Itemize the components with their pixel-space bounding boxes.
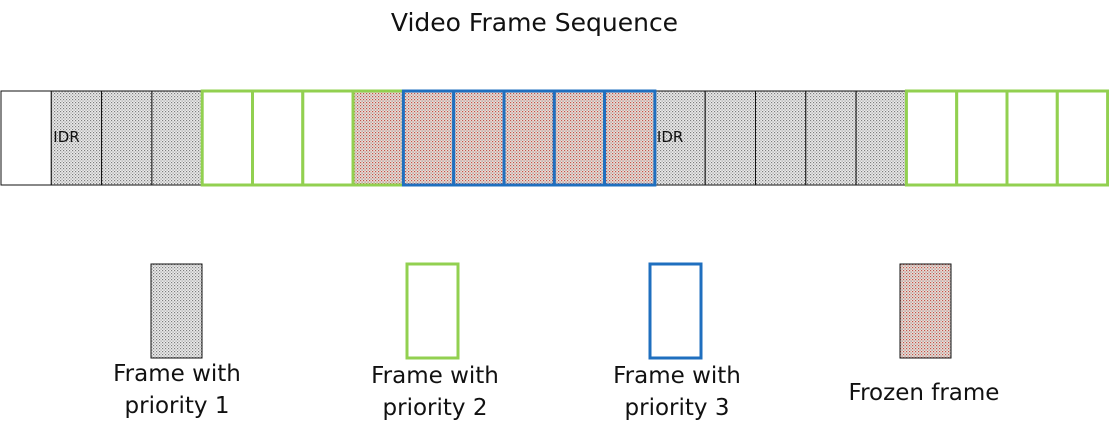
frame-cell xyxy=(452,89,506,187)
frame-cell xyxy=(301,89,355,187)
legend-swatch-priority1 xyxy=(150,263,203,359)
frame-cell xyxy=(755,90,807,186)
frame-row: IDR IDR xyxy=(0,89,1109,187)
frame-label: IDR xyxy=(53,128,79,146)
frame-cell xyxy=(1005,89,1059,187)
legend-label-frozen: Frozen frame xyxy=(848,380,1000,406)
frame-label: IDR xyxy=(657,128,683,146)
legend-label-priority1: Frame with priority 1 xyxy=(113,361,241,419)
frame-cell xyxy=(401,89,456,187)
frame-cell xyxy=(955,89,1009,187)
legend-swatch-frozen xyxy=(899,263,952,359)
frame-cell xyxy=(151,90,203,186)
frame-cell xyxy=(502,89,556,187)
frame-cell xyxy=(1055,89,1109,187)
frame-cell xyxy=(101,90,153,186)
legend xyxy=(150,262,952,360)
frame-cell xyxy=(855,90,907,186)
frame-cell xyxy=(351,89,405,187)
frame-cell xyxy=(251,89,305,187)
frame-cell xyxy=(654,90,706,186)
legend-swatch-priority2 xyxy=(405,262,460,360)
legend-label-priority3: Frame with priority 3 xyxy=(613,363,741,421)
frame-cell xyxy=(704,90,757,186)
legend-swatch-priority3 xyxy=(648,262,703,360)
frame-cell xyxy=(200,89,254,187)
frame-cell xyxy=(904,89,959,187)
diagram-title: Video Frame Sequence xyxy=(390,8,679,37)
legend-label-priority2: Frame with priority 2 xyxy=(371,363,499,421)
frame-cell xyxy=(552,89,607,187)
frame-cell xyxy=(0,90,52,186)
frame-cell xyxy=(603,89,657,187)
frame-cell xyxy=(50,90,103,186)
frame-cell xyxy=(805,90,857,186)
